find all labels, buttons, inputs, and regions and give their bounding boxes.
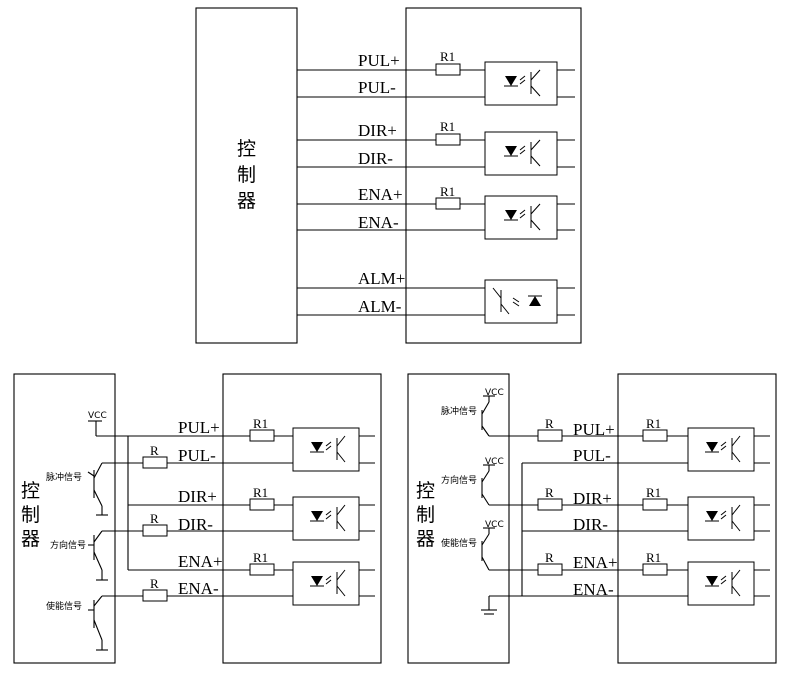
- bottom-left-diagram: 控 制 器 VCC 脉冲信号 方向信号 使能信号: [13, 373, 382, 664]
- bl-transistor-3: [88, 595, 108, 651]
- br-controller-label-1: 控: [416, 480, 435, 502]
- top-controller-box: [195, 7, 298, 344]
- top-diagram: 控 制 器 PUL+ PUL- DIR+ DIR- ENA+ ENA- ALM+…: [195, 7, 582, 344]
- bl-resistor-label-5: R1: [253, 550, 268, 565]
- top-optocoupler-3: [484, 195, 558, 240]
- bl-resistor-label-3: R1: [253, 485, 268, 500]
- bl-resistor-label-4: R: [150, 511, 159, 526]
- br-transistor-3: [481, 527, 495, 571]
- bl-controller-label-2: 制: [21, 504, 40, 526]
- br-resistor-6: [642, 563, 668, 576]
- bl-enable-signal-label: 使能信号: [46, 600, 82, 612]
- br-controller-box: [407, 373, 510, 664]
- bl-label-pul-plus: PUL+: [178, 418, 220, 437]
- br-controller-label-3: 器: [416, 528, 435, 550]
- bl-resistor-ena-minus: [142, 589, 168, 602]
- br-resistor-label-3: R: [545, 485, 554, 500]
- top-controller-label-1: 控: [237, 138, 256, 160]
- top-alarm-optocoupler: [484, 279, 558, 324]
- br-label-dir-minus: DIR-: [573, 515, 608, 534]
- br-vcc-label-1: VCC: [485, 388, 504, 398]
- br-resistor-2: [642, 429, 668, 442]
- bl-resistor-pul: [249, 429, 275, 442]
- bl-resistor-ena: [249, 563, 275, 576]
- br-enable-signal-label: 使能信号: [441, 537, 477, 549]
- bl-driver-box: [222, 373, 382, 664]
- br-optocoupler-1: [687, 427, 755, 472]
- br-resistor-3: [537, 498, 563, 511]
- br-vcc-label-3: VCC: [485, 520, 504, 530]
- bl-optocoupler-3: [292, 561, 360, 606]
- bl-label-pul-minus: PUL-: [178, 446, 216, 465]
- bl-controller-label-3: 器: [21, 528, 40, 550]
- top-controller-label-3: 器: [237, 190, 256, 212]
- br-optocoupler-2: [687, 496, 755, 541]
- top-label-ena-plus: ENA+: [358, 185, 403, 204]
- top-optocoupler-2: [484, 131, 558, 176]
- top-resistor-dir: [435, 133, 461, 146]
- bottom-right-diagram: 控 制 器 VCC VCC VCC 脉冲信号 方向信号 使能信号: [407, 373, 777, 664]
- bl-resistor-label-1: R1: [253, 416, 268, 431]
- br-controller-label-2: 制: [416, 504, 435, 526]
- bl-optocoupler-2: [292, 496, 360, 541]
- br-resistor-label-6: R1: [646, 550, 661, 565]
- br-resistor-label-2: R1: [646, 416, 661, 431]
- br-pulse-signal-label: 脉冲信号: [441, 405, 477, 417]
- bl-label-dir-minus: DIR-: [178, 515, 213, 534]
- bl-resistor-dir: [249, 498, 275, 511]
- bl-transistor-2: [88, 530, 108, 581]
- br-direction-signal-label: 方向信号: [441, 474, 477, 486]
- br-label-pul-plus: PUL+: [573, 420, 615, 439]
- top-label-alm-plus: ALM+: [358, 269, 405, 288]
- top-label-alm-minus: ALM-: [358, 297, 402, 316]
- br-transistor-1: [481, 395, 495, 437]
- bl-resistor-dir-minus: [142, 524, 168, 537]
- top-label-pul-minus: PUL-: [358, 78, 396, 97]
- br-resistor-5: [537, 563, 563, 576]
- top-label-dir-minus: DIR-: [358, 149, 393, 168]
- br-label-ena-minus: ENA-: [573, 580, 614, 599]
- top-controller-label-2: 制: [237, 164, 256, 186]
- bl-resistor-pul-minus: [142, 456, 168, 469]
- br-vcc-label-2: VCC: [485, 457, 504, 467]
- top-label-dir-plus: DIR+: [358, 121, 397, 140]
- br-resistor-1: [537, 429, 563, 442]
- top-optocoupler-1: [484, 61, 558, 106]
- br-resistor-label-4: R1: [646, 485, 661, 500]
- br-resistor-4: [642, 498, 668, 511]
- bl-label-ena-minus: ENA-: [178, 579, 219, 598]
- top-resistor-label-3: R1: [440, 184, 455, 199]
- br-label-dir-plus: DIR+: [573, 489, 612, 508]
- bl-controller-box: [13, 373, 116, 664]
- br-resistor-label-1: R: [545, 416, 554, 431]
- br-optocoupler-3: [687, 561, 755, 606]
- bl-resistor-label-2: R: [150, 443, 159, 458]
- bl-pulse-signal-label: 脉冲信号: [46, 471, 82, 483]
- bl-label-dir-plus: DIR+: [178, 487, 217, 506]
- bl-direction-signal-label: 方向信号: [50, 539, 86, 551]
- top-driver-box: [405, 7, 582, 344]
- bl-label-ena-plus: ENA+: [178, 552, 223, 571]
- top-resistor-ena: [435, 197, 461, 210]
- bl-controller-label-1: 控: [21, 480, 40, 502]
- br-transistor-2: [481, 464, 495, 506]
- top-resistor-label-1: R1: [440, 49, 455, 64]
- top-label-ena-minus: ENA-: [358, 213, 399, 232]
- bl-resistor-label-6: R: [150, 576, 159, 591]
- bl-vcc-label: VCC: [88, 411, 107, 421]
- bl-transistor-1: [87, 462, 108, 516]
- top-label-pul-plus: PUL+: [358, 51, 400, 70]
- top-resistor-pul: [435, 63, 461, 76]
- br-driver-box: [617, 373, 777, 664]
- bl-optocoupler-1: [292, 427, 360, 472]
- br-label-pul-minus: PUL-: [573, 446, 611, 465]
- br-resistor-label-5: R: [545, 550, 554, 565]
- br-label-ena-plus: ENA+: [573, 553, 618, 572]
- top-resistor-label-2: R1: [440, 119, 455, 134]
